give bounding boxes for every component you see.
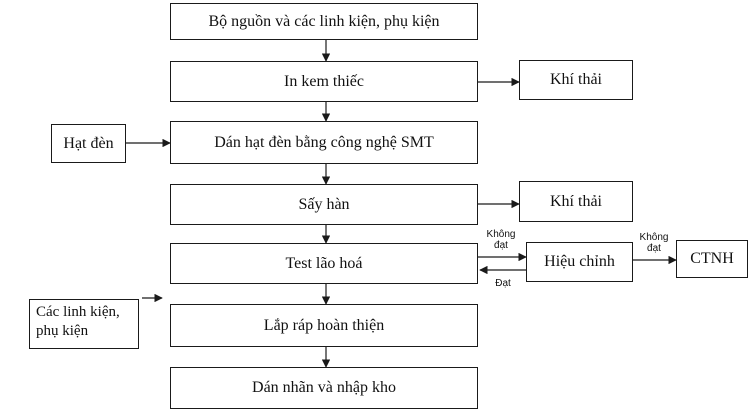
step-labeling-warehousing: Dán nhãn và nhập kho (170, 367, 478, 409)
not-passed-2-line-1: Không (639, 232, 669, 243)
step-final-assembly: Lắp ráp hoàn thiện (170, 304, 478, 347)
not-passed-1-line-1: Không (486, 229, 516, 240)
step-5-label: Test lão hoá (285, 254, 363, 272)
components-label-line-2: phụ kiện (36, 323, 89, 339)
step-solder-paste-printing: In kem thiếc (170, 61, 478, 102)
hazardous-waste-label: CTNH (690, 250, 734, 267)
step-reflow-drying: Sấy hàn (170, 184, 478, 225)
components-label-line-1: Các linh kiện, (36, 304, 120, 320)
hazardous-waste-node: CTNH (676, 240, 748, 278)
edge-label-not-passed-2: Không đạt (633, 232, 675, 254)
passed-label: Đạt (495, 278, 511, 289)
adjustment-label: Hiệu chỉnh (544, 253, 615, 270)
led-chip-label: Hạt đèn (63, 134, 114, 152)
step-7-label: Dán nhãn và nhập kho (252, 379, 396, 396)
adjustment-node: Hiệu chỉnh (526, 242, 633, 282)
not-passed-2-line-2: đạt (647, 243, 661, 254)
step-smt-led-mounting: Dán hạt đèn bằng công nghệ SMT (170, 121, 478, 164)
step-2-label: In kem thiếc (284, 72, 364, 90)
edge-label-not-passed-1: Không đạt (480, 229, 522, 251)
emission-1-label: Khí thải (550, 71, 602, 88)
step-4-label: Sấy hàn (298, 195, 350, 213)
step-power-supply-components: Bộ nguồn và các linh kiện, phụ kiện (170, 3, 478, 40)
emission-2-label: Khí thải (550, 192, 602, 210)
step-3-label: Dán hạt đèn bằng công nghệ SMT (214, 133, 434, 151)
step-1-label: Bộ nguồn và các linh kiện, phụ kiện (208, 12, 440, 30)
edge-label-passed: Đạt (491, 278, 515, 289)
emission-node-2: Khí thải (519, 181, 633, 222)
emission-node-1: Khí thải (519, 60, 633, 100)
step-6-label: Lắp ráp hoàn thiện (263, 316, 385, 334)
led-chip-input-node: Hạt đèn (51, 124, 126, 163)
step-aging-test: Test lão hoá (170, 243, 478, 284)
not-passed-1-line-2: đạt (494, 240, 508, 251)
components-input-node: Các linh kiện, phụ kiện (29, 299, 139, 349)
